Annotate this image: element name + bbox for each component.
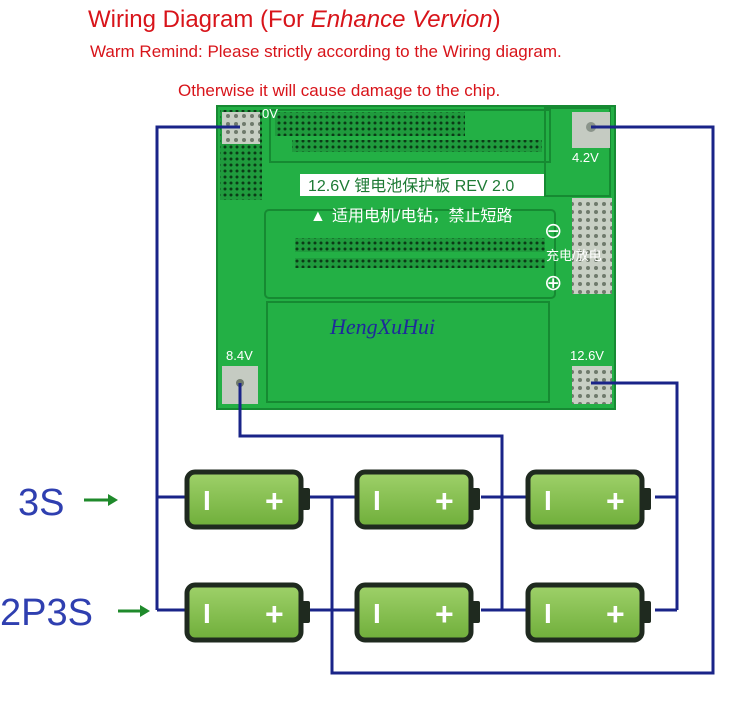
- minus-symbol: ⊖: [544, 218, 562, 243]
- model-label: 12.6V 锂电池保护板 REV 2.0: [308, 177, 514, 195]
- battery-negative-symbol: I: [544, 485, 552, 516]
- battery-positive-symbol: +: [435, 483, 454, 519]
- battery-terminal: [642, 601, 651, 623]
- plus-symbol: ⊕: [544, 270, 562, 295]
- pcb-edge: [216, 105, 616, 410]
- pcb-trace-bottom: [266, 301, 550, 403]
- wire-4-2v: [330, 125, 715, 675]
- pad-4-2v-label: 4.2V: [572, 150, 599, 165]
- via-array-mid: [295, 238, 545, 252]
- brand-watermark: HengXuHui: [329, 314, 435, 339]
- battery-terminal: [301, 488, 310, 510]
- battery-terminal: [301, 601, 310, 623]
- diagram-title: Wiring Diagram (For Enhance Vervion): [88, 6, 501, 34]
- battery-cell: I+: [525, 582, 651, 643]
- battery-bank: I+I+I+I+I+I+: [184, 469, 651, 643]
- battery-cell: I+: [184, 582, 310, 643]
- battery-terminal: [642, 488, 651, 510]
- pcb-trace-top: [269, 109, 551, 163]
- config-label-2p3s: 2P3S: [0, 592, 93, 634]
- battery-negative-symbol: I: [203, 598, 211, 629]
- warm-remind-line-1: Warm Remind: Please strictly according t…: [90, 42, 562, 61]
- via-array-top: [275, 112, 465, 136]
- battery-cell: I+: [525, 469, 651, 530]
- warning-symbol: ▲: [310, 208, 326, 225]
- pad-8-4v-label: 8.4V: [226, 348, 253, 363]
- pcb-trace-mid: [264, 209, 556, 299]
- battery-terminal: [471, 488, 480, 510]
- battery-negative-symbol: I: [544, 598, 552, 629]
- arrow-3s-head: [108, 494, 118, 506]
- warm-remind-line-2: Otherwise it will cause damage to the ch…: [178, 81, 501, 100]
- title-end-text: ): [492, 6, 501, 33]
- config-label-3s: 3S: [18, 482, 65, 524]
- title-text: Wiring Diagram (For: [88, 6, 311, 33]
- battery-negative-symbol: I: [373, 485, 381, 516]
- battery-positive-symbol: +: [606, 483, 625, 519]
- battery-cell: I+: [184, 469, 310, 530]
- pad-0v-label: 0V: [262, 106, 278, 121]
- battery-positive-symbol: +: [606, 596, 625, 632]
- wire-12-6v: [591, 381, 679, 610]
- charge-discharge-label: 充电/放电: [546, 248, 602, 263]
- model-label-box: [300, 174, 544, 196]
- pad-12-6v: [572, 366, 612, 404]
- battery-cell: I+: [354, 582, 480, 643]
- battery-cell: I+: [354, 469, 480, 530]
- protection-board: 12.6V 锂电池保护板 REV 2.0 ▲ 适用电机/电钻，禁止短路 0V 4…: [216, 105, 616, 410]
- battery-negative-symbol: I: [373, 598, 381, 629]
- battery-positive-symbol: +: [265, 596, 284, 632]
- via-array-mid-2: [295, 258, 545, 268]
- battery-terminal: [471, 601, 480, 623]
- pad-charge-discharge: [572, 198, 612, 294]
- pcb-trace-right: [544, 107, 611, 197]
- battery-negative-symbol: I: [203, 485, 211, 516]
- config-arrows: [84, 494, 150, 617]
- via-array-top-2: [292, 140, 542, 152]
- title-italic-text: Enhance Vervion: [310, 6, 493, 33]
- wire-0v: [155, 125, 240, 610]
- battery-positive-symbol: +: [265, 483, 284, 519]
- warning-label: 适用电机/电钻，禁止短路: [332, 207, 512, 225]
- pad-12-6v-label: 12.6V: [570, 348, 604, 363]
- battery-positive-symbol: +: [435, 596, 454, 632]
- wires: [155, 125, 715, 675]
- arrow-2p3s-head: [140, 605, 150, 617]
